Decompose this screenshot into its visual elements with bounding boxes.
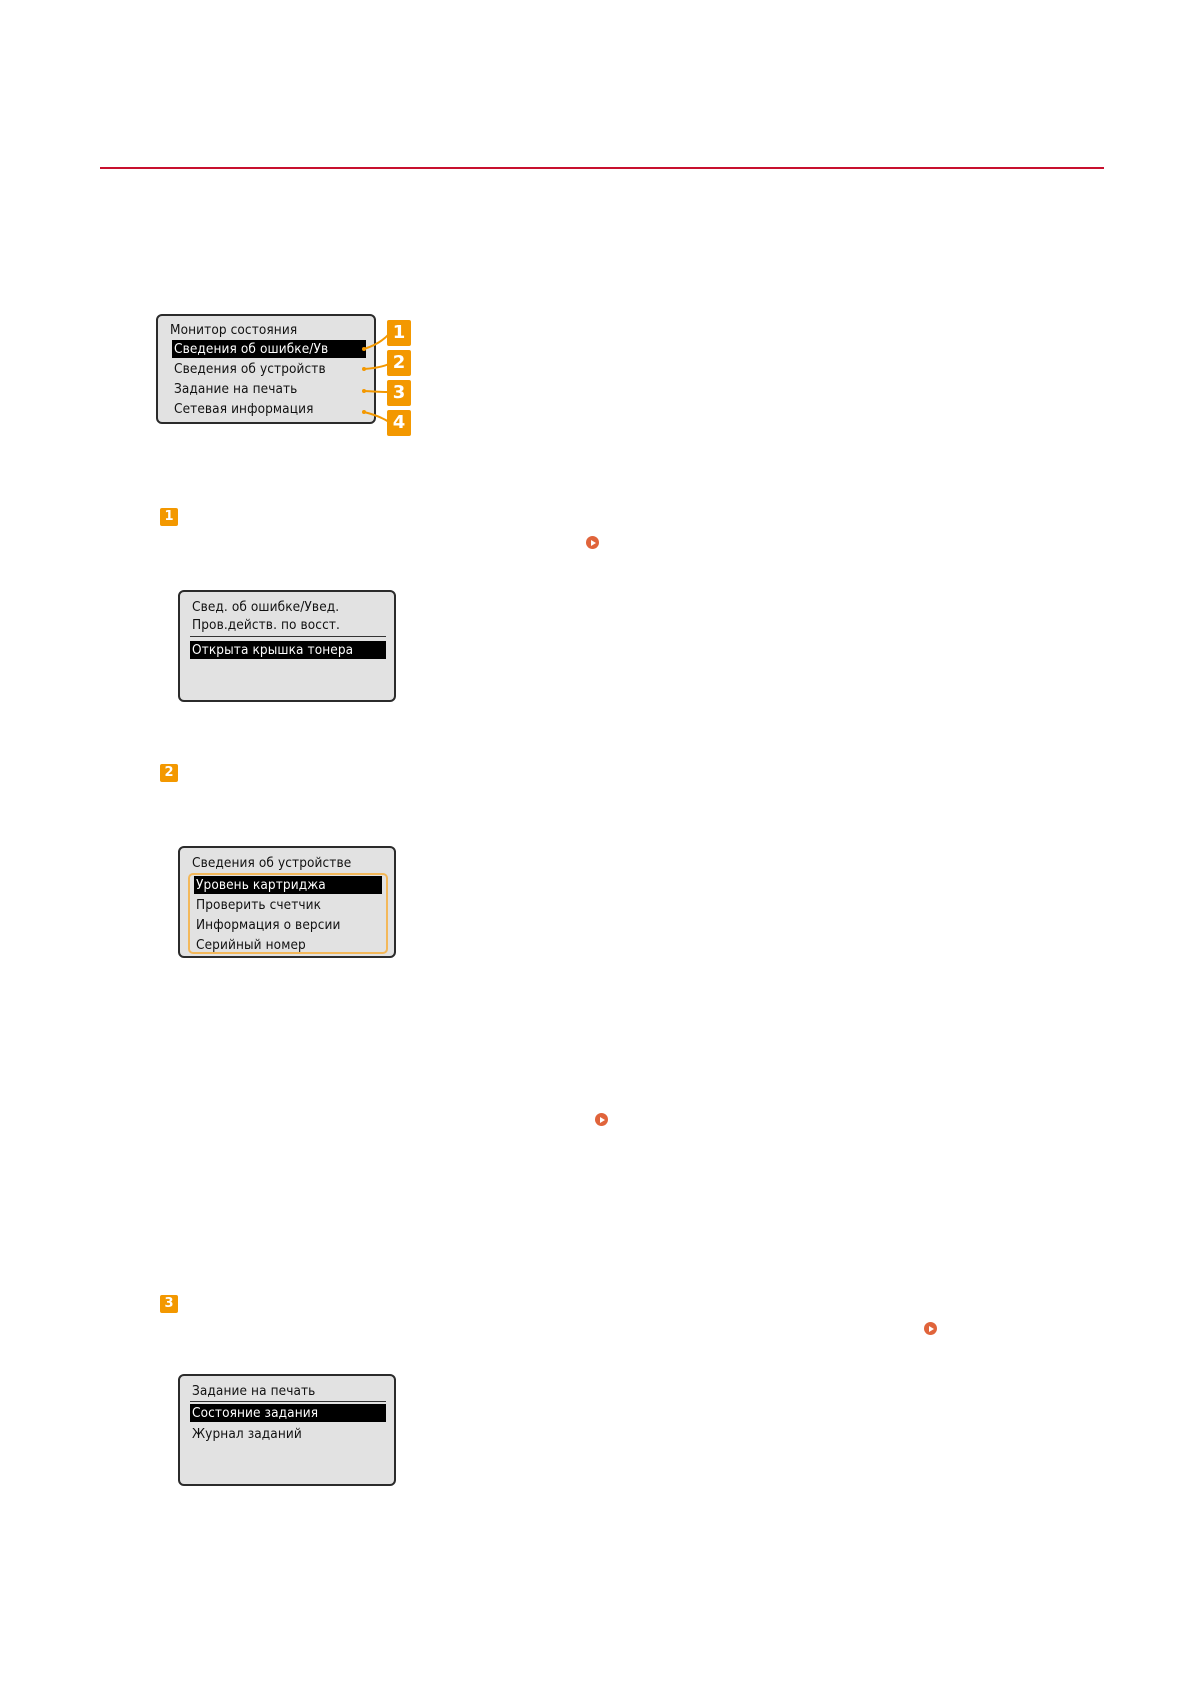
- callout-badge-3: 3: [387, 380, 411, 406]
- link-arrow-icon[interactable]: [924, 1322, 937, 1335]
- callout-badge-2: 2: [387, 350, 411, 376]
- error-info-screen: Свед. об ошибке/Увед. Пров.действ. по во…: [178, 590, 396, 702]
- error-screen-line-2: Пров.действ. по восст.: [192, 617, 340, 633]
- device-item-check-counter[interactable]: Проверить счетчик: [196, 897, 322, 913]
- error-item-toner-cover-open[interactable]: Открыта крышка тонера: [190, 641, 386, 659]
- menu-item-device-info[interactable]: Сведения об устройств: [174, 361, 326, 377]
- highlight-frame: [188, 873, 388, 954]
- error-screen-line-1: Свед. об ошибке/Увед.: [192, 599, 340, 615]
- print-job-screen: Задание на печать Состояние задания Журн…: [178, 1374, 396, 1486]
- callout-badge-1: 1: [387, 320, 411, 346]
- status-monitor-screen: Монитор состояния Сведения об ошибке/Ув …: [156, 314, 376, 424]
- screen-title: Монитор состояния: [170, 322, 298, 338]
- link-arrow-icon[interactable]: [586, 536, 599, 549]
- device-item-cartridge-level[interactable]: Уровень картриджа: [194, 876, 382, 894]
- print-screen-title: Задание на печать: [192, 1383, 316, 1399]
- device-info-screen: Сведения об устройстве Уровень картриджа…: [178, 846, 396, 958]
- header-rule: [100, 167, 1104, 169]
- section-marker-3: 3: [160, 1295, 178, 1313]
- device-item-serial-number[interactable]: Серийный номер: [196, 937, 306, 953]
- device-item-version-info[interactable]: Информация о версии: [196, 917, 341, 933]
- link-arrow-icon[interactable]: [595, 1113, 608, 1126]
- divider: [190, 636, 386, 637]
- menu-item-print-job[interactable]: Задание на печать: [174, 381, 298, 397]
- print-item-job-status[interactable]: Состояние задания: [190, 1404, 386, 1422]
- divider: [190, 1401, 386, 1402]
- section-marker-1: 1: [160, 508, 178, 526]
- print-item-job-log[interactable]: Журнал заданий: [192, 1426, 302, 1442]
- menu-item-network-info[interactable]: Сетевая информация: [174, 401, 314, 417]
- device-screen-title: Сведения об устройстве: [192, 855, 352, 871]
- section-marker-2: 2: [160, 764, 178, 782]
- menu-item-error-info[interactable]: Сведения об ошибке/Ув: [172, 340, 366, 358]
- callout-badge-4: 4: [387, 410, 411, 436]
